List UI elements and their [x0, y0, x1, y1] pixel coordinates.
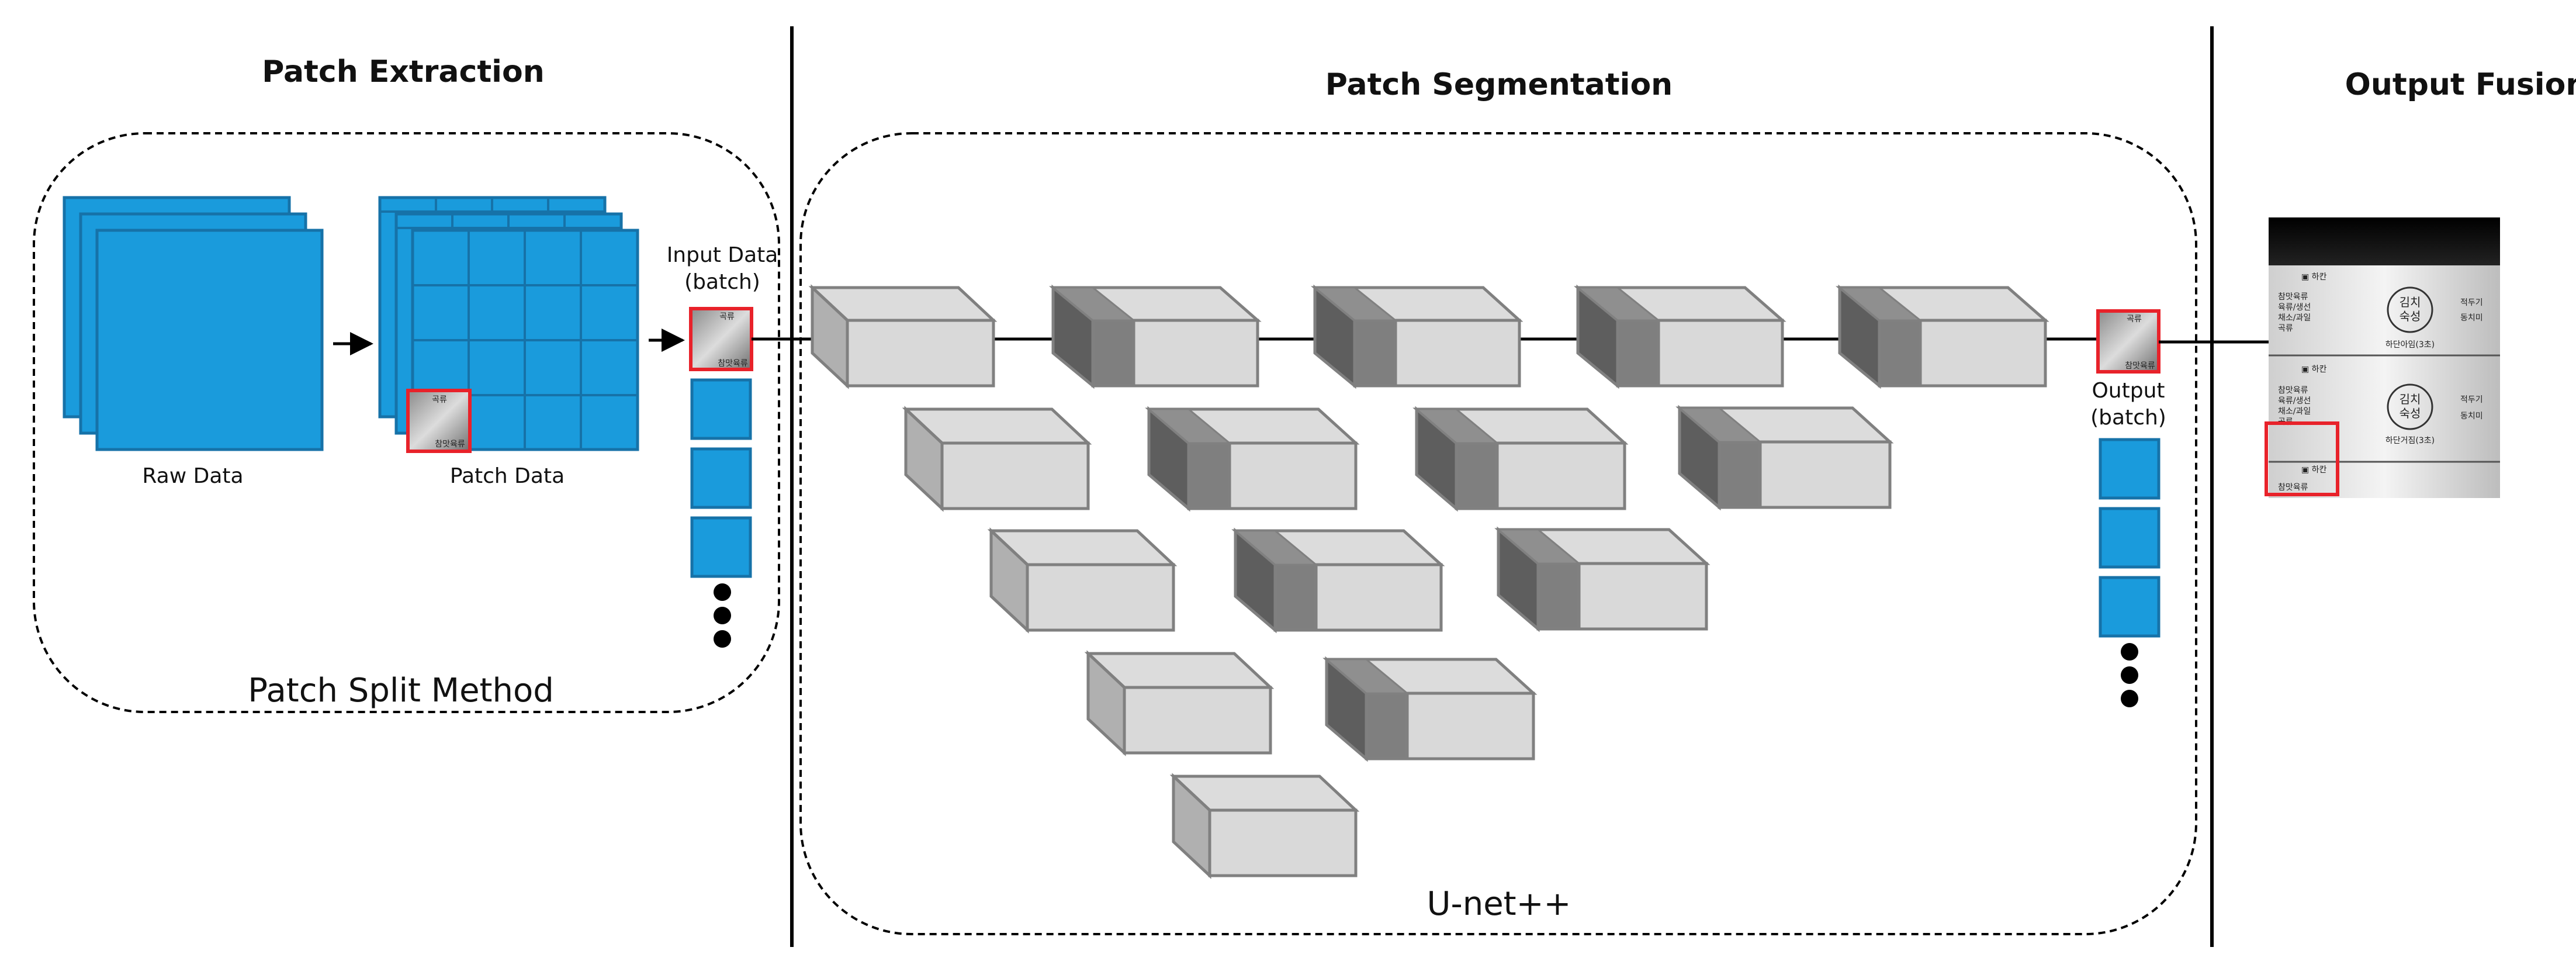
svg-text:채소/과일: 채소/과일 — [2278, 407, 2311, 416]
fusion-highlight — [2265, 421, 2339, 496]
unet-block-0-0 — [808, 284, 998, 389]
patch-split-container — [33, 132, 780, 713]
title-output-fusion: Output Fusion — [2345, 67, 2576, 102]
unet-container — [799, 132, 2197, 935]
svg-text:김치: 김치 — [2400, 392, 2421, 406]
svg-text:▣ 하칸: ▣ 하칸 — [2301, 272, 2327, 282]
input-patch-highlight: 곡류 참맛육류 — [689, 307, 753, 371]
svg-text:하단거짐(3초): 하단거짐(3초) — [2385, 436, 2435, 445]
svg-text:채소/과일: 채소/과일 — [2278, 313, 2311, 323]
patch-highlight: 곡류 참맛육류 — [406, 389, 472, 453]
output-patch-highlight: 곡류 참맛육류 — [2096, 309, 2160, 374]
svg-text:하단아임(3초): 하단아임(3초) — [2385, 340, 2435, 350]
unet-block-0-1 — [1049, 284, 1262, 389]
svg-text:참맛육류: 참맛육류 — [2278, 292, 2308, 302]
input-batch-label: (batch) — [684, 270, 760, 294]
svg-text:곡류: 곡류 — [432, 395, 447, 405]
unet-block-0-3 — [1574, 284, 1786, 389]
title-patch-extraction: Patch Extraction — [262, 54, 545, 89]
raw-data-label: Raw Data — [142, 464, 243, 488]
svg-text:동치미: 동치미 — [2460, 313, 2483, 323]
unet-block-2-2 — [1494, 526, 1711, 632]
output-batch-label: (batch) — [2090, 406, 2166, 430]
unet-label: U-net++ — [1427, 885, 1571, 923]
svg-text:숙성: 숙성 — [2400, 406, 2421, 420]
patch-split-method-label: Patch Split Method — [248, 672, 554, 710]
svg-text:육류/생선: 육류/생선 — [2278, 396, 2311, 406]
unet-block-0-2 — [1311, 284, 1524, 389]
svg-text:▣ 하칸: ▣ 하칸 — [2301, 465, 2327, 475]
unet-block-3-1 — [1322, 656, 1538, 762]
unet-block-0-4 — [1836, 284, 2049, 389]
output-label: Output — [2092, 379, 2165, 403]
title-patch-segmentation: Patch Segmentation — [1325, 67, 1673, 102]
svg-text:▣ 하칸: ▣ 하칸 — [2301, 365, 2327, 374]
svg-text:김치: 김치 — [2400, 295, 2421, 309]
unet-block-1-1 — [1145, 406, 1360, 512]
svg-text:육류/생선: 육류/생선 — [2278, 303, 2311, 312]
svg-text:참맛육류: 참맛육류 — [435, 440, 465, 449]
unet-block-2-0 — [987, 527, 1178, 634]
unet-block-3-0 — [1084, 650, 1275, 756]
svg-text:참맛육류: 참맛육류 — [2278, 386, 2308, 395]
svg-text:숙성: 숙성 — [2400, 309, 2421, 323]
unet-block-1-2 — [1412, 406, 1629, 512]
fusion-image: ▣ 하칸 참맛육류 육류/생선 채소/과일 곡류 김치 숙성 하단아임(3초) … — [2269, 217, 2500, 498]
svg-text:참맛육류: 참맛육류 — [718, 359, 748, 368]
svg-text:곡류: 곡류 — [2278, 324, 2293, 333]
svg-text:참맛육류: 참맛육류 — [2125, 361, 2155, 371]
output-ellipsis — [2121, 643, 2138, 707]
unet-block-1-0 — [902, 406, 1092, 512]
output-batch-squares — [2099, 438, 2160, 638]
svg-text:곡류: 곡류 — [719, 312, 735, 322]
unet-block-1-3 — [1675, 405, 1894, 511]
input-ellipsis — [714, 583, 731, 648]
patch-data-label: Patch Data — [450, 464, 565, 488]
unet-block-2-1 — [1231, 527, 1445, 634]
svg-text:동치미: 동치미 — [2460, 412, 2483, 421]
input-batch-squares — [690, 378, 752, 578]
svg-text:적두기: 적두기 — [2460, 298, 2483, 307]
svg-text:적두기: 적두기 — [2460, 395, 2483, 405]
unet-block-4-0 — [1169, 773, 1360, 879]
raw-data-stack — [63, 196, 324, 451]
svg-text:참맛육류: 참맛육류 — [2278, 483, 2308, 492]
svg-text:곡류: 곡류 — [2127, 314, 2142, 324]
input-data-label: Input Data — [667, 243, 778, 267]
